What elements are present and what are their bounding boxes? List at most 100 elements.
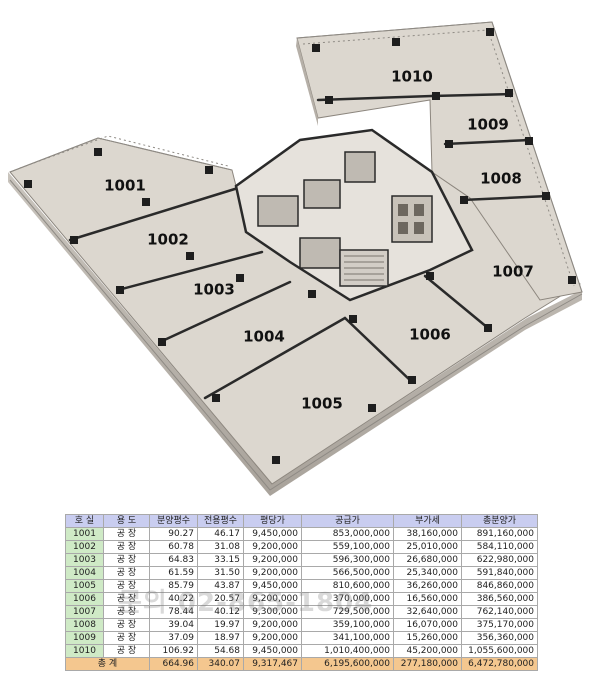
unit-label-1001: 1001 (104, 177, 146, 195)
table-cell: 64.83 (149, 553, 198, 567)
header-cell: 호 실 (65, 514, 104, 528)
total-cell: 340.07 (197, 657, 244, 671)
total-label: 총 계 (65, 657, 150, 671)
table-cell: 9,450,000 (243, 527, 302, 541)
table-cell: 9,200,000 (243, 618, 302, 632)
table-cell: 370,000,000 (301, 592, 394, 606)
table-cell: 853,000,000 (301, 527, 394, 541)
table-cell: 9,200,000 (243, 631, 302, 645)
table-cell: 891,160,000 (461, 527, 538, 541)
table-cell: 19.97 (197, 618, 244, 632)
table-cell: 31.50 (197, 566, 244, 580)
table-cell: 37.09 (149, 631, 198, 645)
table-cell: 15,260,000 (393, 631, 462, 645)
stairwell (339, 249, 389, 287)
table-cell: 60.78 (149, 540, 198, 554)
header-cell: 부가세 (393, 514, 462, 528)
unit-label-1005: 1005 (301, 395, 343, 413)
unit-label-1006: 1006 (409, 326, 451, 344)
table-cell: 566,500,000 (301, 566, 394, 580)
table-cell: 356,360,000 (461, 631, 538, 645)
unit-number-cell: 1006 (65, 592, 104, 606)
table-cell: 공 장 (103, 553, 150, 567)
table-cell: 공 장 (103, 631, 150, 645)
total-cell: 6,195,600,000 (301, 657, 394, 671)
unit-number-cell: 1005 (65, 579, 104, 593)
table-cell: 32,640,000 (393, 605, 462, 619)
table-cell: 20.57 (197, 592, 244, 606)
unit-label-1002: 1002 (147, 231, 189, 249)
table-cell: 18.97 (197, 631, 244, 645)
unit-label-1009: 1009 (467, 116, 509, 134)
table-cell: 40.12 (197, 605, 244, 619)
table-cell: 341,100,000 (301, 631, 394, 645)
table-cell: 공 장 (103, 527, 150, 541)
header-cell: 평당가 (243, 514, 302, 528)
table-cell: 846,860,000 (461, 579, 538, 593)
wing-north-side (296, 38, 318, 126)
header-cell: 용 도 (103, 514, 150, 528)
header-cell: 공급가 (301, 514, 394, 528)
table-cell: 9,200,000 (243, 540, 302, 554)
table-cell: 공 장 (103, 592, 150, 606)
table-cell: 16,070,000 (393, 618, 462, 632)
table-cell: 85.79 (149, 579, 198, 593)
table-cell: 61.59 (149, 566, 198, 580)
unit-number-cell: 1004 (65, 566, 104, 580)
table-cell: 78.44 (149, 605, 198, 619)
table-cell: 386,560,000 (461, 592, 538, 606)
table-cell: 33.15 (197, 553, 244, 567)
table-total-row: 총 계 664.96 340.07 9,317,467 6,195,600,00… (65, 657, 538, 671)
table-cell: 9,450,000 (243, 644, 302, 658)
table-cell: 36,260,000 (393, 579, 462, 593)
total-cell: 664.96 (149, 657, 198, 671)
unit-number-cell: 1008 (65, 618, 104, 632)
table-cell: 622,980,000 (461, 553, 538, 567)
unit-number-cell: 1001 (65, 527, 104, 541)
table-cell: 762,140,000 (461, 605, 538, 619)
unit-label-1007: 1007 (492, 263, 534, 281)
unit-number-cell: 1010 (65, 644, 104, 658)
table-cell: 38,160,000 (393, 527, 462, 541)
table-cell: 359,100,000 (301, 618, 394, 632)
total-cell: 6,472,780,000 (461, 657, 538, 671)
table-cell: 46.17 (197, 527, 244, 541)
table-cell: 559,100,000 (301, 540, 394, 554)
table-cell: 9,200,000 (243, 592, 302, 606)
table-cell: 9,450,000 (243, 579, 302, 593)
unit-number-cell: 1009 (65, 631, 104, 645)
unit-number-cell: 1007 (65, 605, 104, 619)
table-cell: 16,560,000 (393, 592, 462, 606)
unit-label-1008: 1008 (480, 170, 522, 188)
table-cell: 596,300,000 (301, 553, 394, 567)
table-cell: 40.22 (149, 592, 198, 606)
table-cell: 45,200,000 (393, 644, 462, 658)
total-cell: 9,317,467 (243, 657, 302, 671)
table-cell: 31.08 (197, 540, 244, 554)
unit-number-cell: 1003 (65, 553, 104, 567)
table-cell: 54.68 (197, 644, 244, 658)
structural-columns (24, 28, 576, 464)
table-cell: 9,300,000 (243, 605, 302, 619)
unit-label-1010: 1010 (391, 68, 433, 86)
unit-label-1004: 1004 (243, 328, 285, 346)
unit-number-cell: 1002 (65, 540, 104, 554)
table-cell: 9,200,000 (243, 566, 302, 580)
floor-plan-diagram: 1001 1002 1003 1004 1005 1006 1007 1008 … (8, 21, 583, 496)
table-cell: 25,340,000 (393, 566, 462, 580)
table-cell: 584,110,000 (461, 540, 538, 554)
header-cell: 분양평수 (149, 514, 198, 528)
table-cell: 공 장 (103, 605, 150, 619)
total-cell: 277,180,000 (393, 657, 462, 671)
